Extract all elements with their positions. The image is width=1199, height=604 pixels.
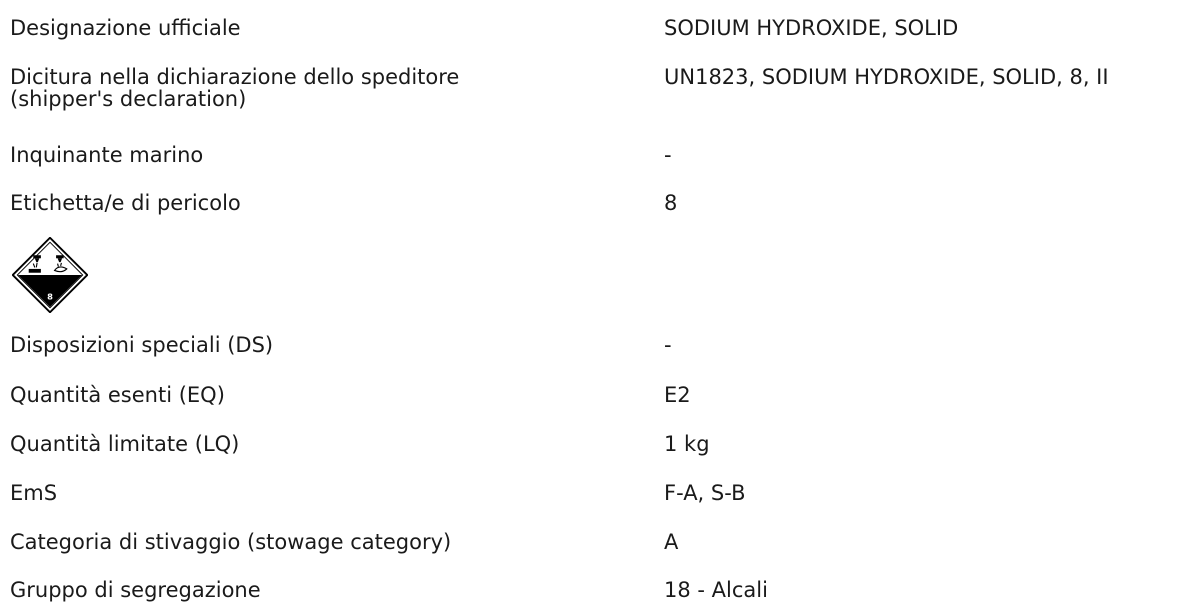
value-stowage-category: A xyxy=(664,530,679,554)
label-special-provisions: Disposizioni speciali (DS) xyxy=(10,333,274,357)
label-limited-quantities: Quantità limitate (LQ) xyxy=(10,432,240,456)
label-segregation-group: Gruppo di segregazione xyxy=(10,578,261,602)
label-shipper-declaration-line1: Dicitura nella dichiarazione dello spedi… xyxy=(10,65,460,89)
value-ems: F-A, S-B xyxy=(664,481,746,505)
label-hazard-labels: Etichetta/e di pericolo xyxy=(10,191,241,215)
label-marine-pollutant: Inquinante marino xyxy=(10,143,204,167)
label-ems: EmS xyxy=(10,481,58,505)
value-marine-pollutant: - xyxy=(664,143,672,167)
label-excepted-quantities: Quantità esenti (EQ) xyxy=(10,383,225,407)
value-official-designation: SODIUM HYDROXIDE, SOLID xyxy=(664,16,959,40)
value-hazard-labels: 8 xyxy=(664,191,678,215)
value-shipper-declaration: UN1823, SODIUM HYDROXIDE, SOLID, 8, II xyxy=(664,65,1109,89)
value-limited-quantities: 1 kg xyxy=(664,432,710,456)
label-official-designation: Designazione ufficiale xyxy=(10,16,241,40)
corrosive-class-8-icon: 8 xyxy=(12,237,88,313)
value-special-provisions: - xyxy=(664,333,672,357)
value-segregation-group: 18 - Alcali xyxy=(664,578,768,602)
value-excepted-quantities: E2 xyxy=(664,383,691,407)
label-stowage-category: Categoria di stivaggio (stowage category… xyxy=(10,530,452,554)
label-shipper-declaration: Dicitura nella dichiarazione dello spedi… xyxy=(10,66,610,110)
pictogram-class-number: 8 xyxy=(47,291,53,301)
label-shipper-declaration-line2: (shipper's declaration) xyxy=(10,87,247,111)
